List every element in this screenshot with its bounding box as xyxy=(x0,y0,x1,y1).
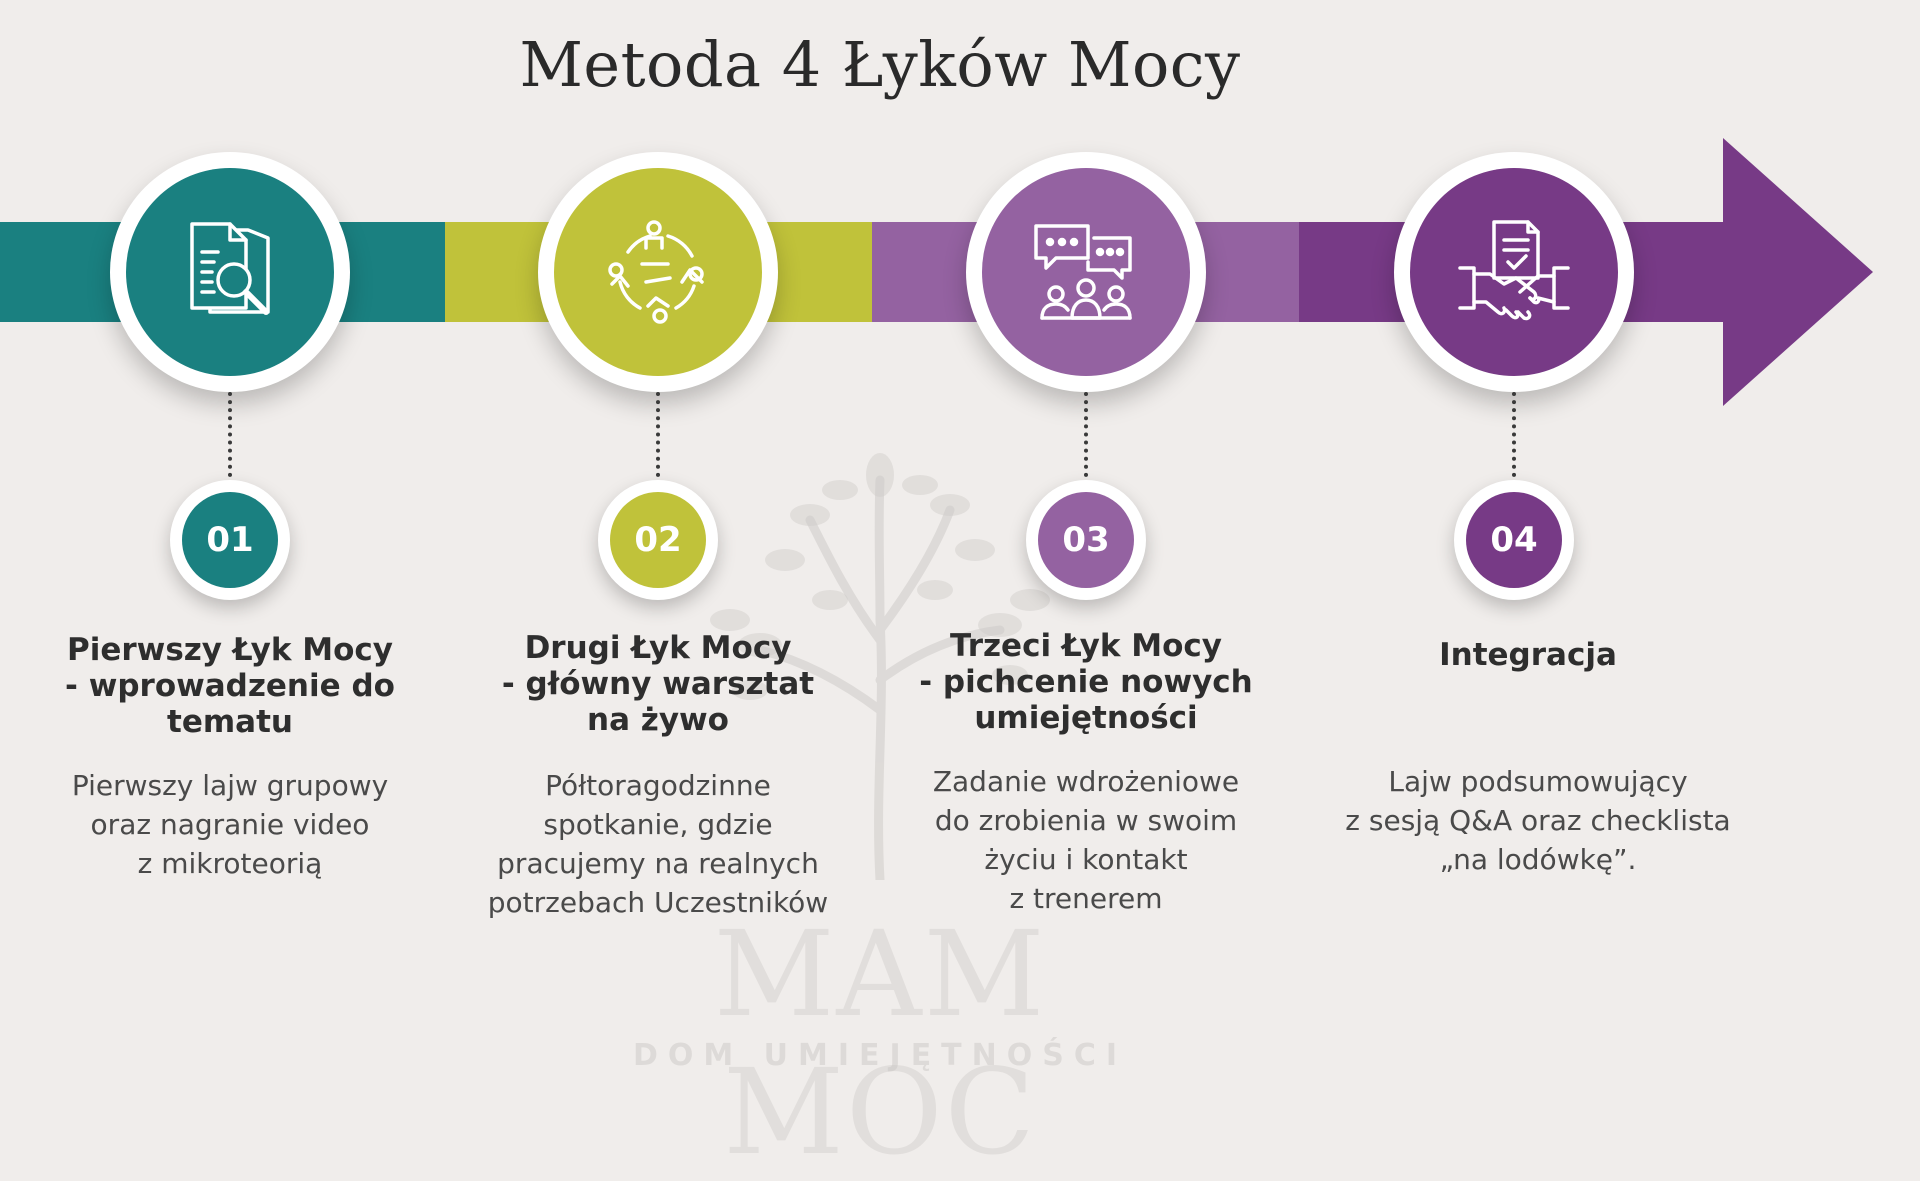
step-heading: Drugi Łyk Mocy - główny warsztat na żywo xyxy=(501,630,815,738)
step-heading: Integracja xyxy=(1439,637,1617,673)
connector-dots xyxy=(1512,392,1516,477)
step-description: Półtoragodzinne spotkanie, gdzie pracuje… xyxy=(487,769,829,919)
step-2: 02 Drugi Łyk Mocy - główny warsztat na ż… xyxy=(458,0,858,1080)
step-icon-circle xyxy=(1394,152,1634,392)
step-number-circle: 03 xyxy=(1026,480,1146,600)
step-number: 03 xyxy=(1038,492,1134,588)
chat-group-icon xyxy=(1034,224,1132,320)
step-description: Lajw podsumowujący z sesją Q&A oraz chec… xyxy=(1345,765,1731,876)
step-1: 01 Pierwszy Łyk Mocy - wprowadzenie do t… xyxy=(30,0,430,1080)
timeline-arrow-head xyxy=(1723,138,1873,406)
step-heading: Trzeci Łyk Mocy - pichcenie nowych umiej… xyxy=(919,628,1253,736)
step-number: 01 xyxy=(182,492,278,588)
handshake-checklist-icon xyxy=(1458,220,1570,321)
connector-dots xyxy=(228,392,232,477)
connector-dots xyxy=(1084,392,1088,477)
step-number: 04 xyxy=(1466,492,1562,588)
step-number-circle: 01 xyxy=(170,480,290,600)
step-number-circle: 02 xyxy=(598,480,718,600)
step-number: 02 xyxy=(610,492,706,588)
team-collaboration-icon xyxy=(608,220,704,324)
step-4: 04 Integracja Lajw podsumowujący z sesją… xyxy=(1314,0,1731,1080)
step-3: 03 Trzeci Łyk Mocy - pichcenie nowych um… xyxy=(886,0,1286,1080)
page-title: Metoda 4 Łyków Mocy xyxy=(519,28,1241,101)
connector-dots xyxy=(656,392,660,477)
step-icon-circle xyxy=(966,152,1206,392)
tree-logo-icon xyxy=(710,453,1050,880)
step-number-circle: 04 xyxy=(1454,480,1574,600)
watermark-subtitle: DOM UMIEJĘTNOŚCI xyxy=(632,1038,1128,1073)
step-description: Zadanie wdrożeniowe do zrobienia w swoim… xyxy=(932,765,1240,915)
step-description: Pierwszy lajw grupowy oraz nagranie vide… xyxy=(71,769,389,880)
step-icon-circle xyxy=(110,152,350,392)
step-heading: Pierwszy Łyk Mocy - wprowadzenie do tema… xyxy=(65,632,395,740)
document-search-icon xyxy=(190,222,270,315)
step-icon-circle xyxy=(538,152,778,392)
